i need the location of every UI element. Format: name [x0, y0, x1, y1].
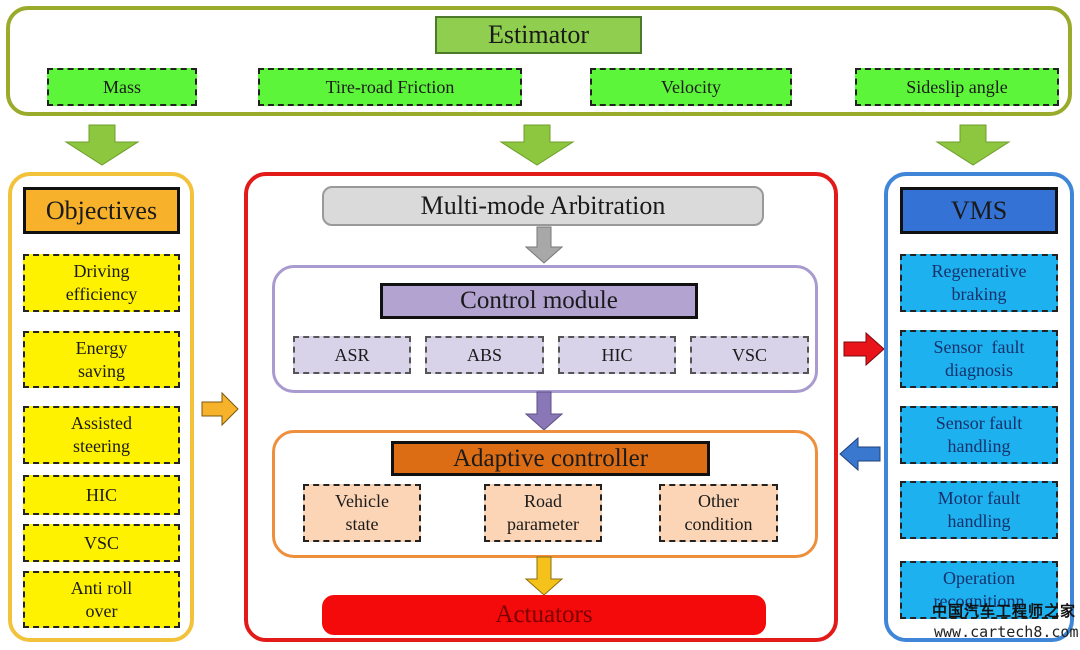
vms-title: VMS [900, 187, 1058, 234]
arrow-down-control-to-adaptive-icon [524, 391, 564, 431]
objective-line: Driving [73, 261, 130, 281]
multi-mode-arbitration: Multi-mode Arbitration [322, 186, 764, 226]
objective-anti-roll-over: Anti roll over [23, 571, 180, 628]
objective-line: saving [78, 360, 125, 381]
objectives-frame [8, 172, 194, 642]
arrow-down-estimator-to-vms-icon [935, 124, 1011, 166]
objective-line: Anti roll [70, 577, 133, 598]
objective-hic: HIC [23, 475, 180, 515]
vms-line: Sensor fault [933, 337, 1025, 357]
objective-assisted-steering: Assisted steering [23, 406, 180, 464]
objective-driving-efficiency: Driving efficiency [23, 254, 180, 312]
watermark-chinese-text: 中国汽车工程师之家 [932, 602, 1077, 620]
vms-line: braking [951, 284, 1007, 304]
vms-motor-fault-handling: Motor fault handling [900, 481, 1058, 539]
objective-line: Energy [75, 337, 128, 358]
vms-line: handling [947, 436, 1011, 456]
arrow-down-estimator-to-objectives-icon [64, 124, 140, 166]
estimator-item-mass: Mass [47, 68, 197, 106]
estimator-item-sideslip-angle: Sideslip angle [855, 68, 1059, 106]
vms-line: Regenerative [931, 261, 1027, 281]
arrow-right-core-to-vms-icon [843, 331, 885, 367]
vms-sensor-fault-handling: Sensor fault handling [900, 406, 1058, 464]
arrow-down-arbitration-to-control-icon [524, 226, 564, 264]
vms-operation-recognition: Operation recognitionn [900, 561, 1058, 619]
objective-line: Assisted [70, 413, 132, 433]
adaptive-controller-title: Adaptive controller [391, 441, 710, 476]
vms-line: diagnosis [944, 360, 1013, 380]
adaptive-road-parameter: Road parameter [484, 484, 602, 542]
vms-line: Sensor fault [935, 413, 1023, 433]
estimator-title: Estimator [435, 16, 642, 54]
estimator-item-tire-road-friction: Tire-road Friction [258, 68, 522, 106]
core-frame [244, 172, 838, 642]
objective-line: over [85, 600, 118, 621]
control-module-abs: ABS [425, 336, 544, 374]
arrow-down-estimator-to-core-icon [499, 124, 575, 166]
control-module-vsc: VSC [690, 336, 809, 374]
vms-sensor-fault-diagnosis: Sensor fault diagnosis [900, 330, 1058, 388]
vms-line: handling [947, 511, 1011, 531]
watermark-url: www.cartech8.com [934, 623, 1079, 641]
adaptive-other-condition: Other condition [659, 484, 778, 542]
adaptive-line: parameter [507, 514, 579, 534]
adaptive-line: condition [684, 514, 753, 534]
control-module-hic: HIC [558, 336, 676, 374]
adaptive-vehicle-state: Vehicle state [303, 484, 421, 542]
vms-frame [884, 172, 1074, 642]
arrow-down-adaptive-to-actuators-icon [524, 556, 564, 596]
vms-line: recognitionn [933, 591, 1025, 611]
objective-line: efficiency [65, 284, 138, 304]
objective-vsc: VSC [23, 524, 180, 562]
objectives-title: Objectives [23, 187, 180, 234]
actuators: Actuators [322, 595, 766, 635]
estimator-item-velocity: Velocity [590, 68, 792, 106]
vms-regenerative-braking: Regenerative braking [900, 254, 1058, 312]
objective-energy-saving: Energy saving [23, 331, 180, 388]
objective-line: steering [73, 436, 130, 456]
vms-line: Operation [943, 568, 1015, 588]
adaptive-line: Other [698, 491, 739, 511]
adaptive-line: Road [524, 491, 562, 511]
estimator-frame [6, 6, 1072, 116]
arrow-right-objectives-to-core-icon [201, 391, 239, 427]
control-module-asr: ASR [293, 336, 411, 374]
control-module-title: Control module [380, 283, 698, 319]
adaptive-line: Vehicle [335, 491, 389, 511]
adaptive-line: state [345, 514, 379, 534]
vms-line: Motor fault [937, 488, 1021, 508]
arrow-left-vms-to-core-icon [839, 436, 881, 472]
